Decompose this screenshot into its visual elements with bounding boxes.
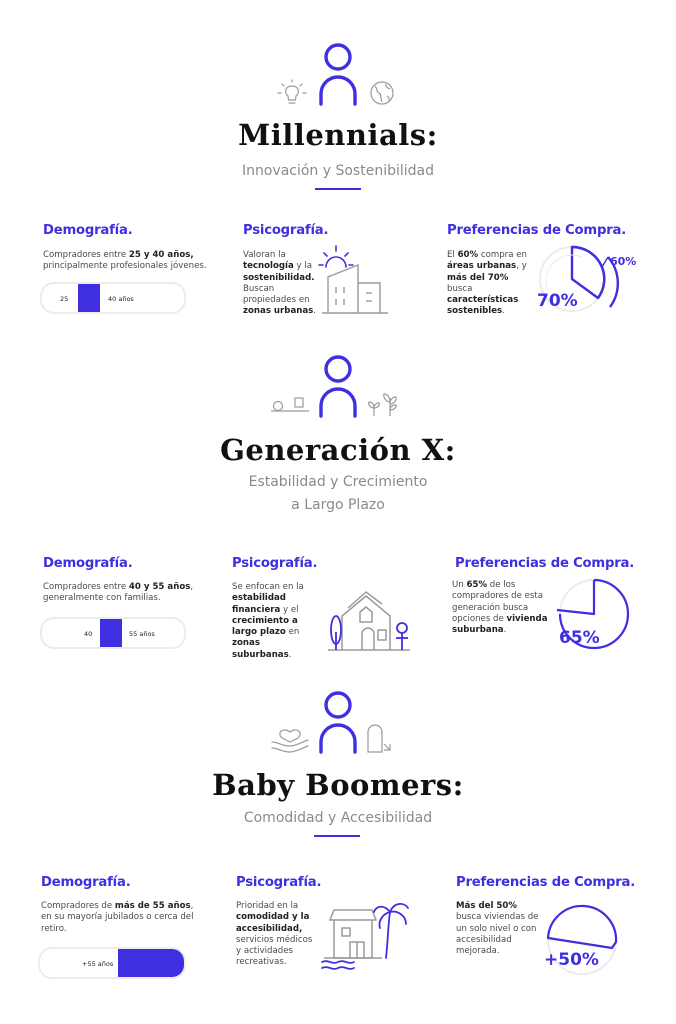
preferencias-text: El 60% compra en áreas urbanas, y más de… (447, 250, 527, 317)
psicografia-text: Valoran la tecnología y la sostenibilida… (243, 250, 317, 317)
pct-main: +50% (544, 950, 599, 970)
section-subtitle: Comodidad y Accesibilidad (243, 810, 433, 826)
demografia-heading: Demografía. (41, 875, 131, 890)
plant-growth-icon (368, 393, 397, 416)
preferencias-heading: Preferencias de Compra. (456, 875, 636, 890)
age-range-end: 40 años (108, 295, 134, 303)
age-range-bar: 40 55 años (40, 617, 186, 649)
psicografia-heading: Psicografía. (236, 875, 322, 890)
pct-main: 70% (537, 291, 578, 311)
preferencias-heading: Preferencias de Compra. (447, 223, 627, 238)
age-range-fill (118, 949, 184, 977)
donut-chart-preferences (546, 904, 618, 975)
section-title: Baby Boomers: (212, 768, 464, 802)
accessible-door-icon (367, 724, 391, 753)
lightbulb-icon (277, 79, 307, 104)
preferencias-text: Un 65% de los compradores de esta genera… (452, 580, 548, 636)
title-underline (315, 188, 361, 190)
suburban-house-icon (328, 591, 410, 651)
section-subtitle: Innovación y Sostenibilidad (241, 163, 435, 179)
section-title: Generación X: (220, 433, 456, 467)
demografia-text: Compradores de más de 55 años, en su may… (41, 901, 194, 934)
demografia-text: Compradores entre 25 y 40 años, principa… (43, 250, 207, 272)
title-underline (314, 835, 360, 837)
beach-house-palm-icon (321, 903, 409, 970)
psicografia-text: Prioridad en la comodidad y la accesibil… (236, 901, 313, 968)
preferencias-text: Más del 50% busca viviendas de un solo n… (456, 901, 539, 957)
age-range-fill (100, 619, 122, 647)
person-icon (319, 355, 357, 418)
balance-scale-icon (271, 397, 309, 412)
age-range-end: +55 años (82, 960, 114, 968)
age-range-fill (78, 284, 100, 312)
demografia-text: Compradores entre 40 y 55 años, generalm… (43, 582, 194, 604)
caring-hands-icon (271, 729, 309, 753)
age-range-bar: +55 años (38, 947, 186, 979)
pct-secondary: 60% (610, 255, 637, 268)
demografia-heading: Demografía. (43, 223, 133, 238)
demografia-heading: Demografía. (43, 556, 133, 571)
age-range-end: 55 años (129, 630, 155, 638)
psicografia-text: Se enfocan en la estabilidad financiera … (232, 582, 304, 660)
globe-icon (370, 81, 394, 105)
city-buildings-sun-icon (318, 245, 388, 314)
person-icon (319, 691, 357, 754)
donut-chart-preferences (539, 245, 620, 312)
section-title: Millennials: (238, 118, 438, 152)
person-icon (319, 43, 357, 106)
psicografia-heading: Psicografía. (243, 223, 329, 238)
section-subtitle-line-2: a Largo Plazo (291, 497, 385, 513)
psicografia-heading: Psicografía. (232, 556, 318, 571)
age-range-bar: 25 40 años (40, 282, 186, 314)
age-range-start: 25 (60, 295, 69, 303)
preferencias-heading: Preferencias de Compra. (455, 556, 635, 571)
age-range-start: 40 (84, 630, 93, 638)
donut-chart-preferences (556, 578, 630, 650)
section-subtitle-line-1: Estabilidad y Crecimiento (248, 474, 428, 490)
pct-main: 65% (559, 628, 600, 648)
